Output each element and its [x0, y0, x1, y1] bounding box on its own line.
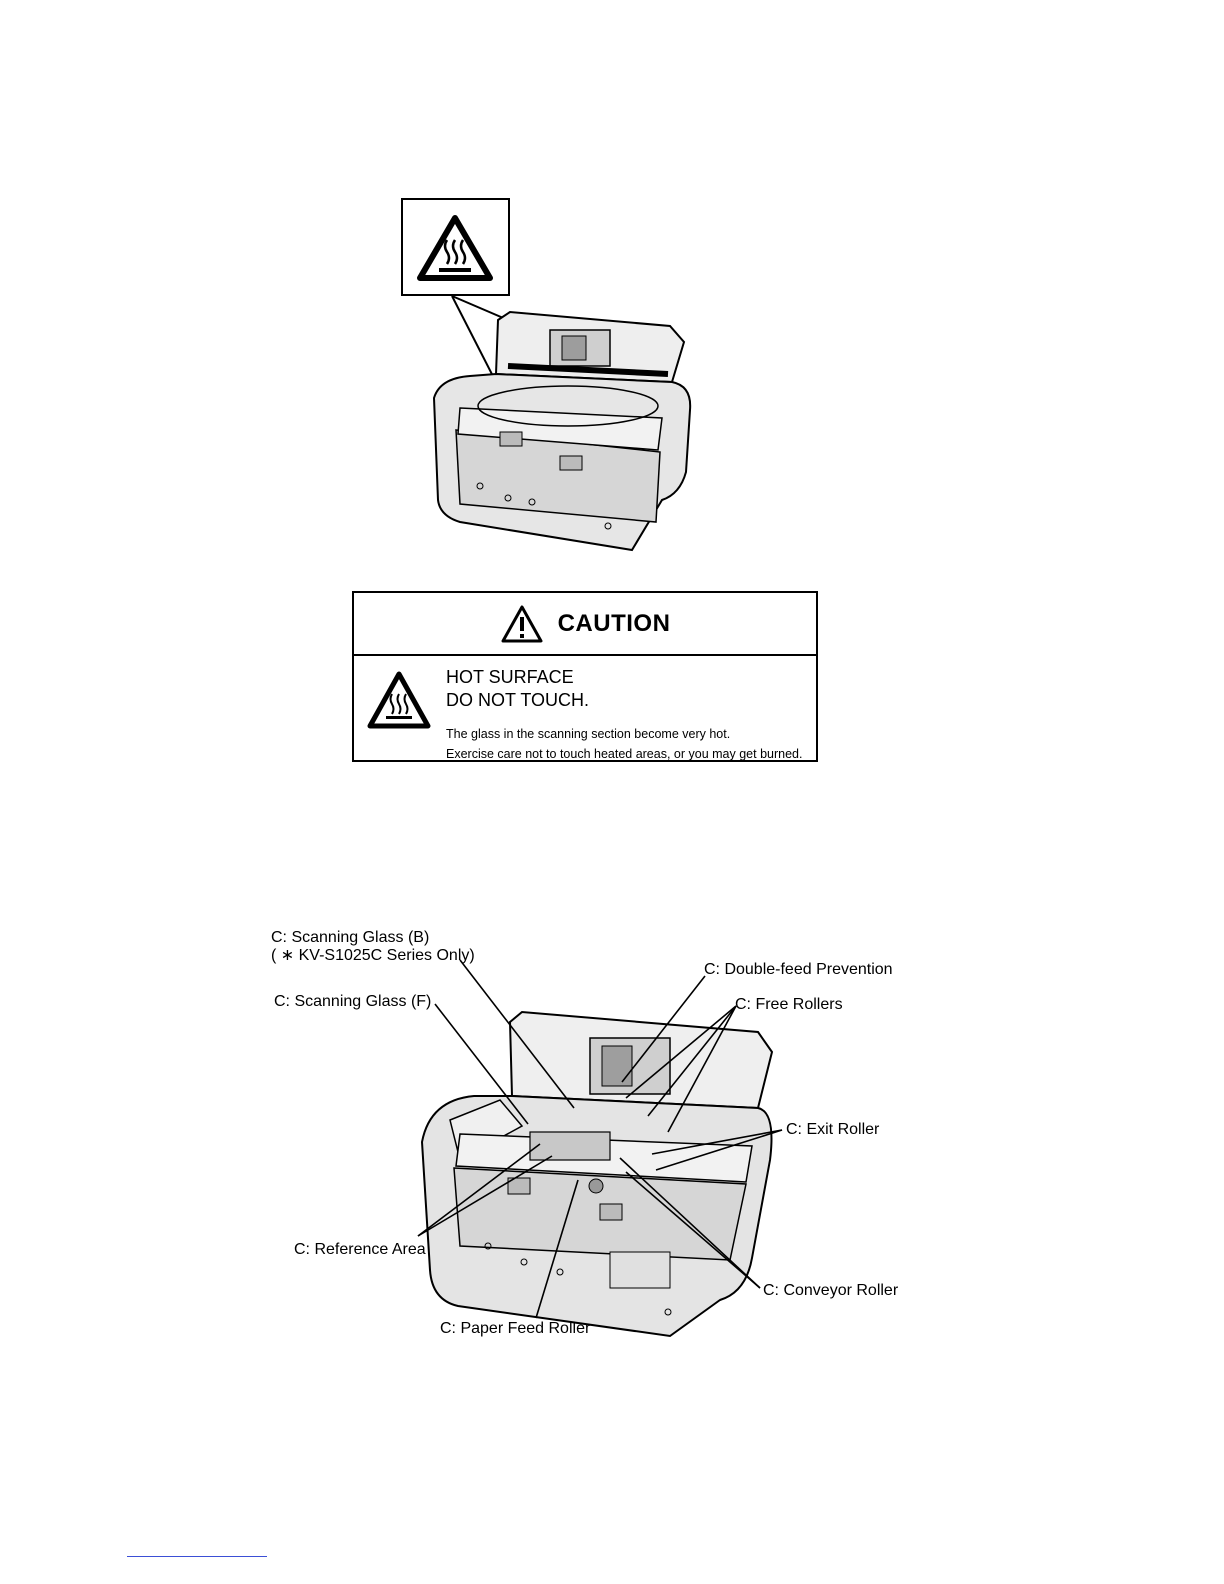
label-reference-area: C: Reference Area — [294, 1241, 426, 1258]
label-scanning-glass-b-line1: C: Scanning Glass (B) — [271, 929, 429, 946]
caution-header: CAUTION — [354, 593, 816, 656]
label-double-feed-prevention: C: Double-feed Prevention — [704, 961, 893, 978]
caution-heading-line2: DO NOT TOUCH. — [446, 690, 590, 710]
caution-body: HOT SURFACE DO NOT TOUCH. The glass in t… — [354, 656, 816, 762]
hot-surface-warning-icon — [417, 215, 493, 281]
label-free-rollers: C: Free Rollers — [735, 996, 843, 1013]
scanner-illustration-top — [432, 295, 692, 552]
label-exit-roller: C: Exit Roller — [786, 1121, 880, 1138]
caution-heading-line1: HOT SURFACE — [446, 667, 574, 687]
footer-link-rule — [127, 1556, 267, 1557]
caution-text-line1: The glass in the scanning section become… — [446, 727, 731, 741]
caution-label: CAUTION HOT SURFACE DO NOT TOUCH. The gl… — [352, 591, 818, 762]
label-scanning-glass-b-line2: ( ∗ KV-S1025C Series Only) — [271, 947, 475, 964]
exclamation-warning-icon — [501, 605, 543, 642]
label-paper-feed-roller: C: Paper Feed Roller — [440, 1320, 591, 1337]
label-conveyor-roller: C: Conveyor Roller — [763, 1282, 899, 1299]
caution-title: CAUTION — [557, 609, 671, 637]
scanner-parts-diagram: C: Scanning Glass (B) ( ∗ KV-S1025C Seri… — [271, 929, 899, 1338]
leader-lines — [417, 959, 783, 1319]
caution-heading: HOT SURFACE DO NOT TOUCH. — [446, 666, 589, 712]
caution-text: The glass in the scanning section become… — [446, 724, 802, 764]
label-scanning-glass-f: C: Scanning Glass (F) — [274, 993, 431, 1010]
hot-surface-warning-icon — [367, 671, 431, 729]
caution-text-line2: Exercise care not to touch heated areas,… — [446, 747, 803, 761]
hot-surface-callout-box — [401, 198, 510, 296]
